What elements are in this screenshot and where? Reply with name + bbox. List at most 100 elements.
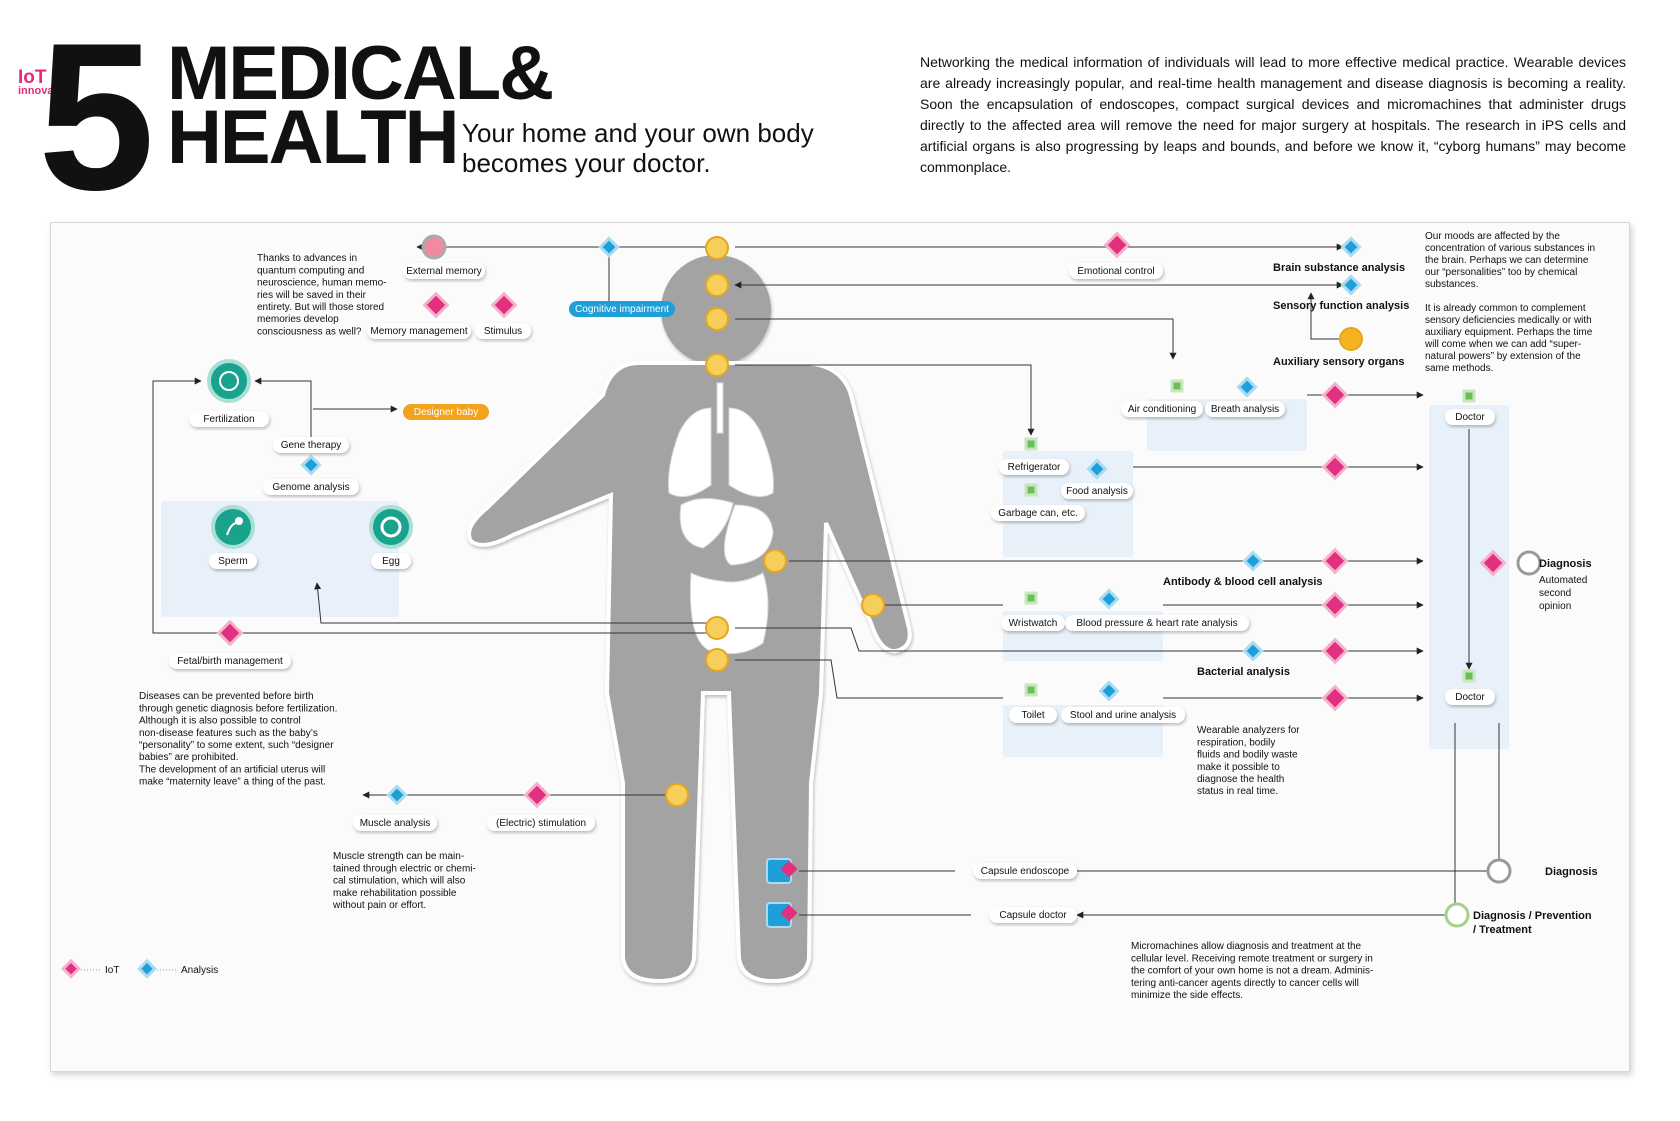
label-brain-substance: Brain substance analysis — [1273, 262, 1405, 274]
iot-diamond-emotional — [1103, 231, 1131, 259]
note-line: make “maternity leave” a thing of the pa… — [139, 777, 326, 788]
node-brain-2 — [705, 273, 729, 297]
note-line: make it possible to — [1197, 762, 1280, 773]
legend-iot-label: IoT — [105, 965, 119, 976]
node-leg — [665, 783, 689, 807]
bold-labels: Brain substance analysis Sensory functio… — [1163, 262, 1598, 936]
page-title-line2: HEALTH — [167, 95, 460, 180]
iot-diamonds — [61, 231, 1507, 979]
analysis-diamond-cognitive — [598, 236, 620, 258]
iot-diamond-antibody — [1321, 547, 1349, 575]
note-line: Diseases can be prevented before birth — [139, 691, 314, 702]
iot-diamond-legend — [61, 958, 81, 979]
diagnosis-circle-1-icon — [1516, 550, 1542, 576]
line-auxiliary-sensory — [1307, 292, 1341, 340]
pill-emotional-control: Emotional control — [1069, 263, 1163, 279]
note-line: same methods. — [1425, 363, 1493, 374]
label-diagnosis-prevention-1: Diagnosis / Prevention — [1473, 910, 1592, 922]
external-memory-icon — [421, 234, 447, 260]
pill-toilet: Toilet — [1009, 707, 1057, 723]
iot-diamond-bacterial — [1321, 637, 1349, 665]
pill-fetal-birth: Fetal/birth management — [169, 653, 291, 669]
label-food-analysis: Food analysis — [1066, 486, 1128, 497]
innovation-tag-text: innovation — [18, 85, 74, 97]
lung-right — [728, 407, 774, 498]
fridge-food-box — [1003, 451, 1133, 557]
note-line: cal stimulation, which will also — [333, 876, 466, 887]
label-emotional-control: Emotional control — [1077, 266, 1154, 277]
note-micromachines: Micromachines allow diagnosis and treatm… — [1131, 941, 1373, 1001]
page-subtitle: Your home and your own body becomes your… — [462, 118, 814, 178]
label-stimulus: Stimulus — [484, 326, 522, 337]
pill-wristwatch: Wristwatch — [1001, 615, 1065, 631]
label-memory-management: Memory management — [370, 326, 467, 337]
pill-genome-analysis: Genome analysis — [263, 479, 359, 495]
device-air-conditioning — [1170, 379, 1184, 393]
note-line: It is already common to complement — [1425, 303, 1586, 314]
pill-capsule-doctor: Capsule doctor — [989, 907, 1077, 923]
label-muscle-analysis: Muscle analysis — [360, 818, 431, 829]
pill-cognitive-impairment[interactable]: Cognitive impairment — [569, 301, 675, 317]
iot-diamond-automated — [1479, 549, 1507, 577]
label-genome-analysis: Genome analysis — [272, 482, 349, 493]
pill-muscle-analysis: Muscle analysis — [353, 815, 437, 831]
pill-sperm: Sperm — [209, 553, 257, 569]
label-automated-3: opinion — [1539, 601, 1571, 612]
device-refrigerator — [1024, 437, 1038, 451]
node-lower-1 — [705, 616, 729, 640]
diagram-panel: External memory Cognitive impairment Mem… — [50, 222, 1630, 1072]
note-line: the comfort of your own home is not a dr… — [1131, 966, 1373, 977]
label-automated-2: second — [1539, 588, 1571, 599]
note-line: sensory deficiencies medically or with — [1425, 315, 1592, 326]
line-gene-fertilization — [254, 377, 312, 445]
label-external-memory: External memory — [406, 266, 482, 277]
analysis-diamond-breath — [1236, 376, 1258, 398]
pill-external-memory: External memory — [403, 263, 485, 279]
note-line: Although it is also possible to control — [139, 716, 301, 727]
device-toilet — [1024, 683, 1038, 697]
reproduction-box — [161, 501, 399, 617]
pill-designer-baby[interactable]: Designer baby — [403, 404, 489, 420]
note-line: auxiliary equipment. Perhaps the time — [1425, 327, 1593, 338]
note-line: Wearable analyzers for — [1197, 725, 1300, 736]
analysis-diamonds — [137, 236, 1362, 979]
note-line: entirety. But will those stored — [257, 302, 384, 313]
label-doctor-1: Doctor — [1455, 412, 1485, 423]
pill-doctor-1: Doctor — [1445, 409, 1495, 425]
note-line: quantum computing and — [257, 265, 364, 276]
lung-left — [668, 407, 712, 498]
pill-capsule-endoscope: Capsule endoscope — [973, 863, 1077, 879]
node-brain-3 — [705, 307, 729, 331]
note-line: our “personalities” too by chemical — [1425, 267, 1577, 278]
label-electric-stimulation: (Electric) stimulation — [496, 818, 586, 829]
pill-egg: Egg — [371, 553, 411, 569]
node-lower-2 — [705, 648, 729, 672]
diagram-canvas: External memory Cognitive impairment Mem… — [61, 231, 1598, 1001]
intestine — [689, 572, 769, 655]
note-line: “personality” to some extent, such “desi… — [139, 740, 334, 751]
sperm-icon — [211, 505, 255, 549]
analysis-diamond-stool — [1098, 680, 1120, 702]
body-nodes — [665, 236, 885, 807]
iot-diamond-breath-doctor — [1321, 381, 1349, 409]
label-bacterial: Bacterial analysis — [1197, 666, 1290, 678]
iot-diamond-stool — [1321, 684, 1349, 712]
diagnosis-circles — [1444, 550, 1542, 928]
pill-stool-urine: Stool and urine analysis — [1061, 707, 1185, 723]
line-gut-bacterial — [735, 627, 1424, 655]
diagnosis-circle-2-icon — [1486, 858, 1512, 884]
note-line: through genetic diagnosis before fertili… — [139, 703, 337, 714]
node-wrist — [861, 593, 885, 617]
body-silhouette — [467, 361, 912, 984]
label-wristwatch: Wristwatch — [1009, 618, 1058, 629]
label-designer-baby: Designer baby — [414, 407, 478, 418]
label-gene-therapy: Gene therapy — [281, 440, 342, 451]
iot-diamond-stimulus — [490, 291, 518, 319]
pill-doctor-2: Doctor — [1445, 689, 1495, 705]
note-line: babies” are prohibited. — [139, 752, 239, 763]
line-lower-toilet — [735, 659, 1003, 699]
device-doctor-2 — [1462, 669, 1476, 683]
label-fetal-birth: Fetal/birth management — [177, 656, 283, 667]
